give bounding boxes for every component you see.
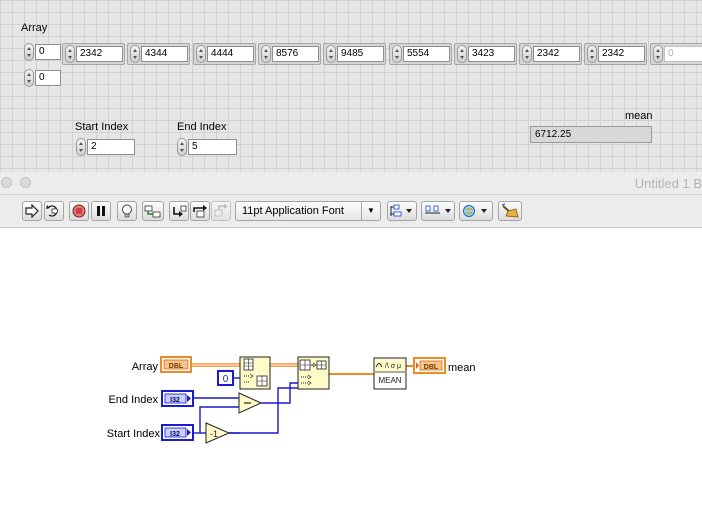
- mean-label: mean: [625, 110, 653, 122]
- mean-vi-node[interactable]: /\ σ μ MEAN: [373, 357, 407, 390]
- array-element-input[interactable]: 0: [664, 46, 702, 62]
- start-index-i32-tag: I32: [170, 431, 180, 438]
- step-over-button[interactable]: [190, 201, 210, 221]
- start-index-terminal-label: Start Index: [107, 428, 161, 440]
- array-element-input[interactable]: 4444: [207, 46, 254, 62]
- const-zero-value: 0: [223, 374, 229, 385]
- decrement-node[interactable]: -1: [205, 422, 231, 444]
- step-into-icon: [173, 205, 187, 217]
- align-objects-button[interactable]: [387, 201, 417, 221]
- distribute-objects-icon: [425, 205, 451, 214]
- start-index-input[interactable]: 2: [87, 139, 135, 155]
- decrement-output-wire[interactable]: [229, 387, 298, 434]
- end-index-input[interactable]: 5: [188, 139, 237, 155]
- pause-icon: [97, 206, 105, 216]
- subtract-node[interactable]: [238, 392, 263, 414]
- window-title: Untitled 1 B: [634, 176, 702, 191]
- close-window-button[interactable]: [1, 177, 12, 188]
- array-element-stepper[interactable]: [130, 45, 140, 63]
- start-index-terminal[interactable]: I32: [161, 424, 194, 441]
- array-terminal-label: Array: [132, 361, 159, 373]
- array-element-stepper[interactable]: [65, 45, 75, 63]
- run-continuously-icon: [46, 205, 59, 217]
- array-element-stepper[interactable]: [326, 45, 336, 63]
- lightbulb-icon: [122, 204, 132, 218]
- mean-vi-symbols: /\ σ μ: [385, 363, 401, 370]
- array-index-0-stepper[interactable]: [24, 43, 34, 61]
- step-out-button[interactable]: [211, 201, 231, 221]
- array-element-input[interactable]: 9485: [337, 46, 384, 62]
- distribute-objects-button[interactable]: [421, 201, 455, 221]
- array-terminal[interactable]: DBL: [160, 356, 192, 373]
- array-element-input[interactable]: 8576: [272, 46, 319, 62]
- chevron-down-icon: ▼: [361, 202, 380, 220]
- stop-icon: [72, 204, 86, 218]
- end-index-stepper[interactable]: [177, 138, 187, 156]
- array-index-0-input[interactable]: 0: [35, 44, 61, 60]
- mean-indicator: 6712.25: [530, 126, 652, 143]
- reorder-icon: [463, 205, 487, 217]
- step-into-button[interactable]: [169, 201, 189, 221]
- array-element-stepper[interactable]: [261, 45, 271, 63]
- end-index-terminal[interactable]: I32: [161, 390, 194, 407]
- array-element-stepper[interactable]: [457, 45, 467, 63]
- array-element-stepper[interactable]: [392, 45, 402, 63]
- retain-wire-values-button[interactable]: [142, 201, 164, 221]
- mean-terminal-label: mean: [448, 362, 476, 374]
- probe-values-icon: [144, 205, 161, 218]
- block-diagram-canvas: Array End Index Start Index mean DBL I32…: [107, 356, 476, 444]
- array-element-input[interactable]: 2342: [598, 46, 645, 62]
- index-array-node[interactable]: [239, 356, 271, 390]
- start-index-label: Start Index: [75, 121, 129, 133]
- reorder-button[interactable]: [459, 201, 493, 221]
- step-out-icon: [214, 204, 228, 217]
- run-button[interactable]: [22, 201, 42, 221]
- end-index-i32-tag: I32: [170, 397, 180, 404]
- mean-dbl-tag: DBL: [424, 364, 439, 371]
- text-settings-value: 11pt Application Font: [242, 205, 344, 217]
- array-index-1-input[interactable]: 0: [35, 70, 61, 86]
- array-element-stepper[interactable]: [522, 45, 532, 63]
- array-subset-node[interactable]: [297, 356, 330, 390]
- array-element-stepper[interactable]: [587, 45, 597, 63]
- array-element-input[interactable]: 3423: [468, 46, 515, 62]
- mean-vi-label: MEAN: [378, 376, 401, 385]
- const-zero-node[interactable]: 0: [217, 370, 234, 386]
- run-continuously-button[interactable]: [44, 201, 64, 221]
- block-diagram: Array End Index Start Index mean DBL I32…: [0, 228, 702, 505]
- window-title-bar: Untitled 1 B: [0, 172, 702, 195]
- text-settings-select[interactable]: 11pt Application Font ▼: [235, 201, 381, 221]
- highlight-execution-button[interactable]: [117, 201, 137, 221]
- array-element-input[interactable]: 2342: [533, 46, 580, 62]
- array-element-input[interactable]: 4344: [141, 46, 188, 62]
- mean-indicator-terminal[interactable]: DBL: [413, 357, 446, 374]
- broom-icon: [501, 203, 519, 218]
- array-dbl-tag: DBL: [169, 363, 184, 370]
- step-over-icon: [193, 205, 207, 218]
- array-element-input[interactable]: 5554: [403, 46, 450, 62]
- array-label: Array: [21, 22, 48, 34]
- wires: [191, 363, 414, 434]
- array-element-stepper[interactable]: [196, 45, 206, 63]
- abort-execution-button[interactable]: [69, 201, 89, 221]
- run-arrow-icon: [25, 203, 39, 219]
- subtract-output-wire[interactable]: [261, 382, 298, 404]
- start-index-stepper[interactable]: [76, 138, 86, 156]
- end-index-label: End Index: [177, 121, 227, 133]
- array-index-1-stepper[interactable]: [24, 69, 34, 87]
- align-objects-icon: [390, 204, 412, 217]
- minimize-window-button[interactable]: [20, 177, 31, 188]
- pause-button[interactable]: [91, 201, 111, 221]
- toolbar: 11pt Application Font ▼: [0, 195, 702, 228]
- array-element-input[interactable]: 2342: [76, 46, 123, 62]
- clean-up-diagram-button[interactable]: [498, 201, 522, 221]
- end-index-terminal-label: End Index: [108, 394, 158, 406]
- front-panel: Array 0 0 2342 4344 4444 8576 9485 5554 3423 23…: [0, 0, 702, 173]
- array-element-stepper[interactable]: [653, 45, 663, 63]
- decrement-symbol: -1: [210, 429, 218, 439]
